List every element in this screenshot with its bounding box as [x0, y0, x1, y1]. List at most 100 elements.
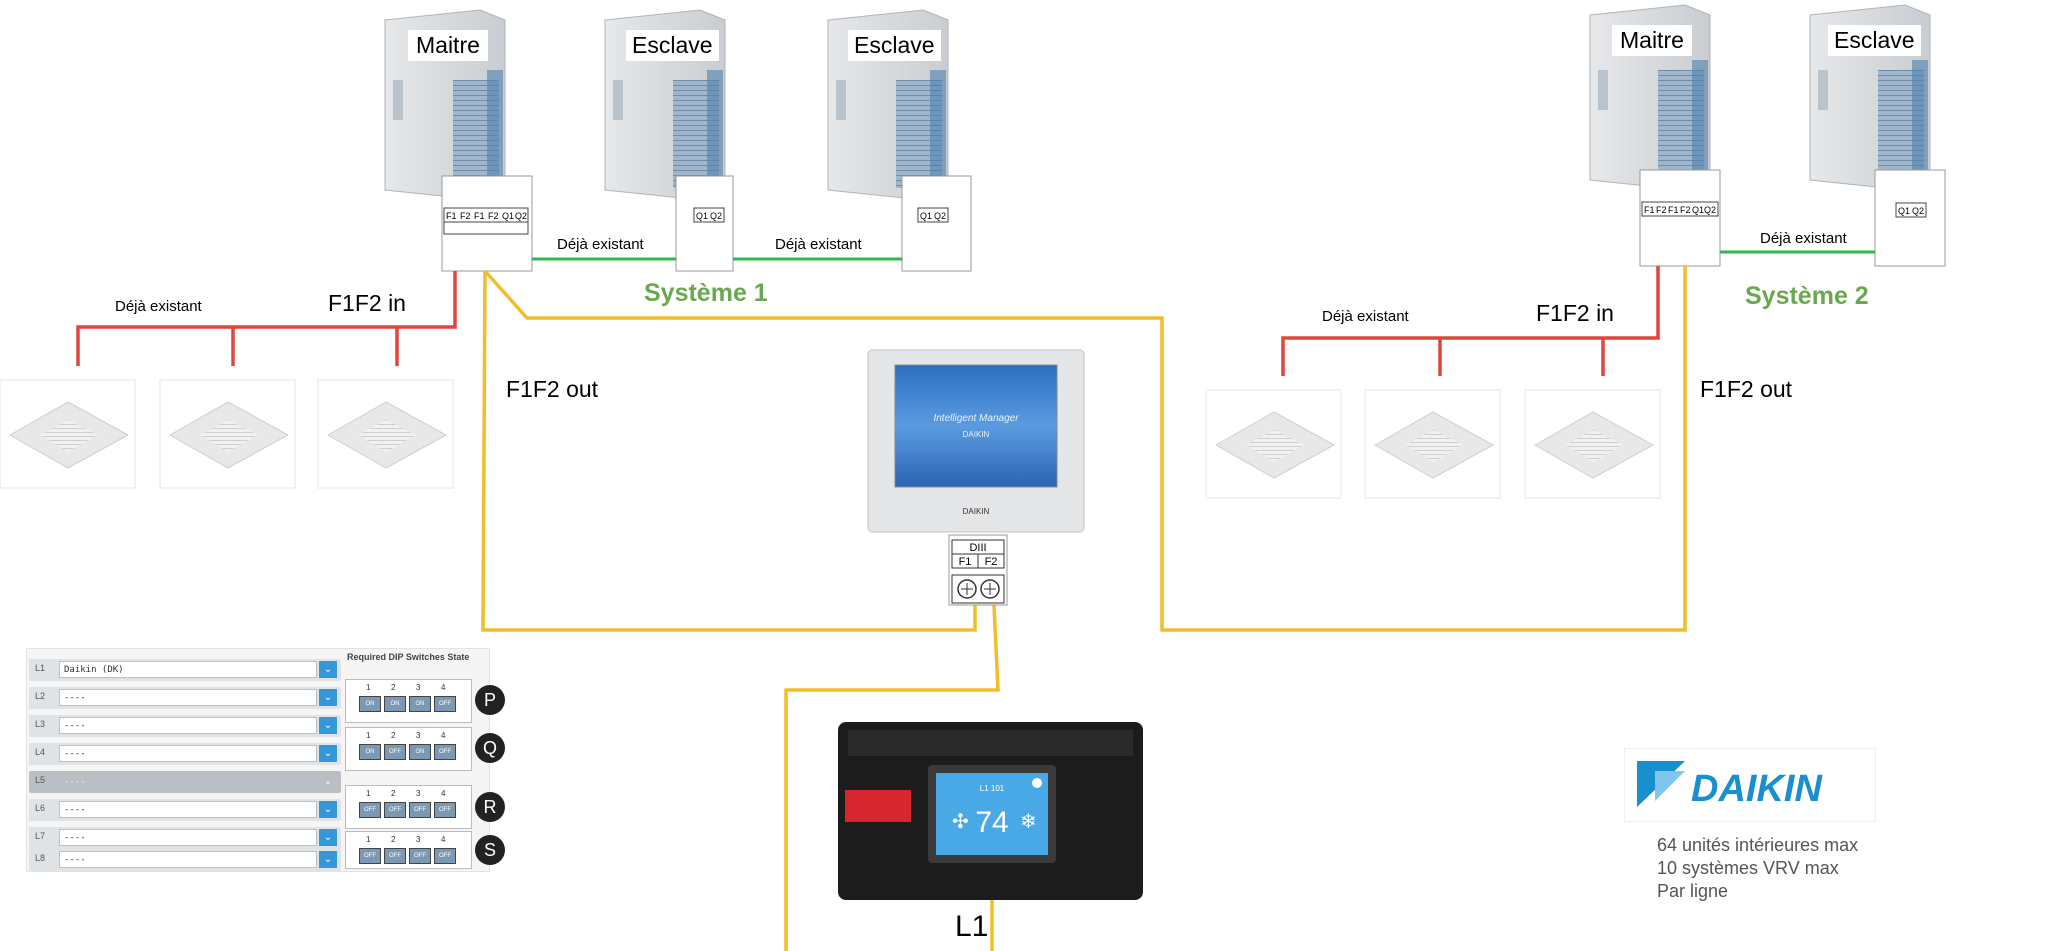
dip-number: 3 [416, 835, 420, 844]
terminal-label: F2 [1680, 205, 1691, 215]
chevron-down-icon[interactable]: ⌄ [319, 829, 337, 846]
gateway-device: L1 101 74 ✣ ❄ [838, 722, 1143, 900]
terminal-box-slave-1b [902, 176, 971, 271]
chevron-down-icon[interactable]: ⌄ [319, 689, 337, 706]
indoor-cassette-1 [0, 380, 135, 488]
fan-icon: ✣ [952, 811, 969, 833]
line-protocol-select[interactable]: ---- [59, 851, 317, 868]
terminal-label: F1 [474, 211, 485, 221]
line-name: L8 [35, 853, 45, 863]
gateway-screen-line: L1 101 [980, 784, 1005, 793]
daikin-logo: DAIKIN [1624, 748, 1876, 822]
capacity-note-line: 10 systèmes VRV max [1657, 857, 1858, 880]
terminal-label: Q1 [1692, 205, 1704, 215]
chevron-down-icon[interactable]: ⌄ [319, 745, 337, 762]
snowflake-icon: ❄ [1020, 811, 1037, 833]
terminal-label: F1 [446, 211, 457, 221]
line-row-l4: L4 ---- ⌄ [29, 743, 341, 765]
line-protocol-select[interactable]: ---- [59, 829, 317, 846]
terminal-box-slave-1a [676, 176, 733, 271]
indoor-cassette-4 [1206, 390, 1341, 498]
existing-label-f1f2-1: Déjà existant [115, 298, 202, 315]
dip-switch: ON [384, 696, 406, 712]
line-protocol-select[interactable]: ---- [59, 773, 317, 790]
dip-number: 4 [441, 835, 445, 844]
outdoor-label-slave-2: Esclave [1828, 25, 1921, 56]
dip-number: 3 [416, 683, 420, 692]
indoor-cassette-6 [1525, 390, 1660, 498]
dip-number: 4 [441, 731, 445, 740]
existing-label-q1q2-1a: Déjà existant [557, 236, 644, 253]
dip-switch: ON [409, 696, 431, 712]
diii-f2-label: F2 [985, 556, 998, 568]
manager-brand: Intelligent Manager [933, 413, 1019, 424]
dip-switch: OFF [434, 696, 456, 712]
chevron-down-icon[interactable]: ⌄ [319, 717, 337, 734]
line-name: L4 [35, 747, 45, 757]
dip-number: 4 [441, 683, 445, 692]
existing-label-q1q2-2: Déjà existant [1760, 230, 1847, 247]
dip-switch: OFF [434, 802, 456, 818]
dip-switch: OFF [359, 802, 381, 818]
dip-group-s: 1 2 3 4 OFF OFF OFF OFF [345, 831, 472, 869]
diii-f1-label: F1 [959, 556, 972, 568]
terminal-label: F2 [460, 211, 471, 221]
terminal-box-slave-2 [1875, 170, 1945, 266]
line-protocol-select[interactable]: ---- [59, 717, 317, 734]
chevron-down-icon[interactable]: ⌄ [319, 851, 337, 868]
system-2-label: Système 2 [1745, 282, 1869, 311]
gateway-line-label: L1 [955, 910, 988, 944]
dip-number: 1 [366, 731, 370, 740]
f1f2-out-label-1: F1F2 out [506, 376, 598, 403]
chevron-down-icon[interactable]: ⌄ [319, 773, 337, 790]
dip-switch: ON [359, 744, 381, 760]
gateway-temperature: 74 [975, 806, 1008, 839]
power-toggle-icon [1032, 778, 1042, 788]
chevron-down-icon[interactable]: ⌄ [319, 801, 337, 818]
dip-letter-r: R [475, 792, 505, 822]
line-row-l5: L5 ---- ⌄ [29, 771, 341, 793]
terminal-label: Q2 [1912, 206, 1924, 216]
dip-letter-s: S [475, 835, 505, 865]
dip-number: 4 [441, 789, 445, 798]
terminal-label: Q1 [502, 211, 514, 221]
line-row-l1: L1 Daikin (DK) ⌄ [29, 659, 341, 681]
dip-switch: OFF [434, 744, 456, 760]
dip-number: 2 [391, 683, 395, 692]
line-name: L5 [35, 775, 45, 785]
dip-group-p: 1 2 3 4 ON ON ON OFF [345, 679, 472, 723]
line-protocol-select[interactable]: ---- [59, 801, 317, 818]
line-row-l3: L3 ---- ⌄ [29, 715, 341, 737]
line-protocol-select[interactable]: ---- [59, 689, 317, 706]
line-row-l7: L7 ---- ⌄ [29, 827, 341, 849]
dip-letter-p: P [475, 685, 505, 715]
line-protocol-select[interactable]: ---- [59, 745, 317, 762]
dip-switch: OFF [409, 802, 431, 818]
dip-letter-q: Q [475, 733, 505, 763]
terminal-label: F1 [1668, 205, 1679, 215]
line-protocol-select[interactable]: Daikin (DK) [59, 661, 317, 678]
system-1-label: Système 1 [644, 279, 768, 308]
line-name: L3 [35, 719, 45, 729]
dip-group-r: 1 2 3 4 OFF OFF OFF OFF [345, 785, 472, 829]
indoor-cassette-2 [160, 380, 295, 488]
dip-number: 2 [391, 731, 395, 740]
line-name: L1 [35, 663, 45, 673]
f1f2-in-label-1: F1F2 in [328, 290, 406, 317]
intelligent-manager: Intelligent Manager DAIKIN DAIKIN [868, 350, 1084, 532]
capacity-note-line: Par ligne [1657, 880, 1858, 903]
diii-label: DIII [969, 542, 986, 554]
terminal-box-master-1 [442, 176, 532, 271]
outdoor-label-master-2: Maitre [1612, 25, 1692, 56]
chevron-down-icon[interactable]: ⌄ [319, 661, 337, 678]
line-row-l2: L2 ---- ⌄ [29, 687, 341, 709]
diii-terminal-block: DIII F1 F2 [949, 535, 1007, 605]
dip-group-q: 1 2 3 4 ON OFF ON OFF [345, 727, 472, 771]
dip-number: 2 [391, 789, 395, 798]
f1f2-in-label-2: F1F2 in [1536, 300, 1614, 327]
terminal-label: Q2 [710, 211, 722, 221]
dip-switch: OFF [384, 848, 406, 864]
terminal-label: Q2 [934, 211, 946, 221]
outdoor-label-slave-1a: Esclave [626, 30, 719, 61]
dip-switch: OFF [384, 802, 406, 818]
